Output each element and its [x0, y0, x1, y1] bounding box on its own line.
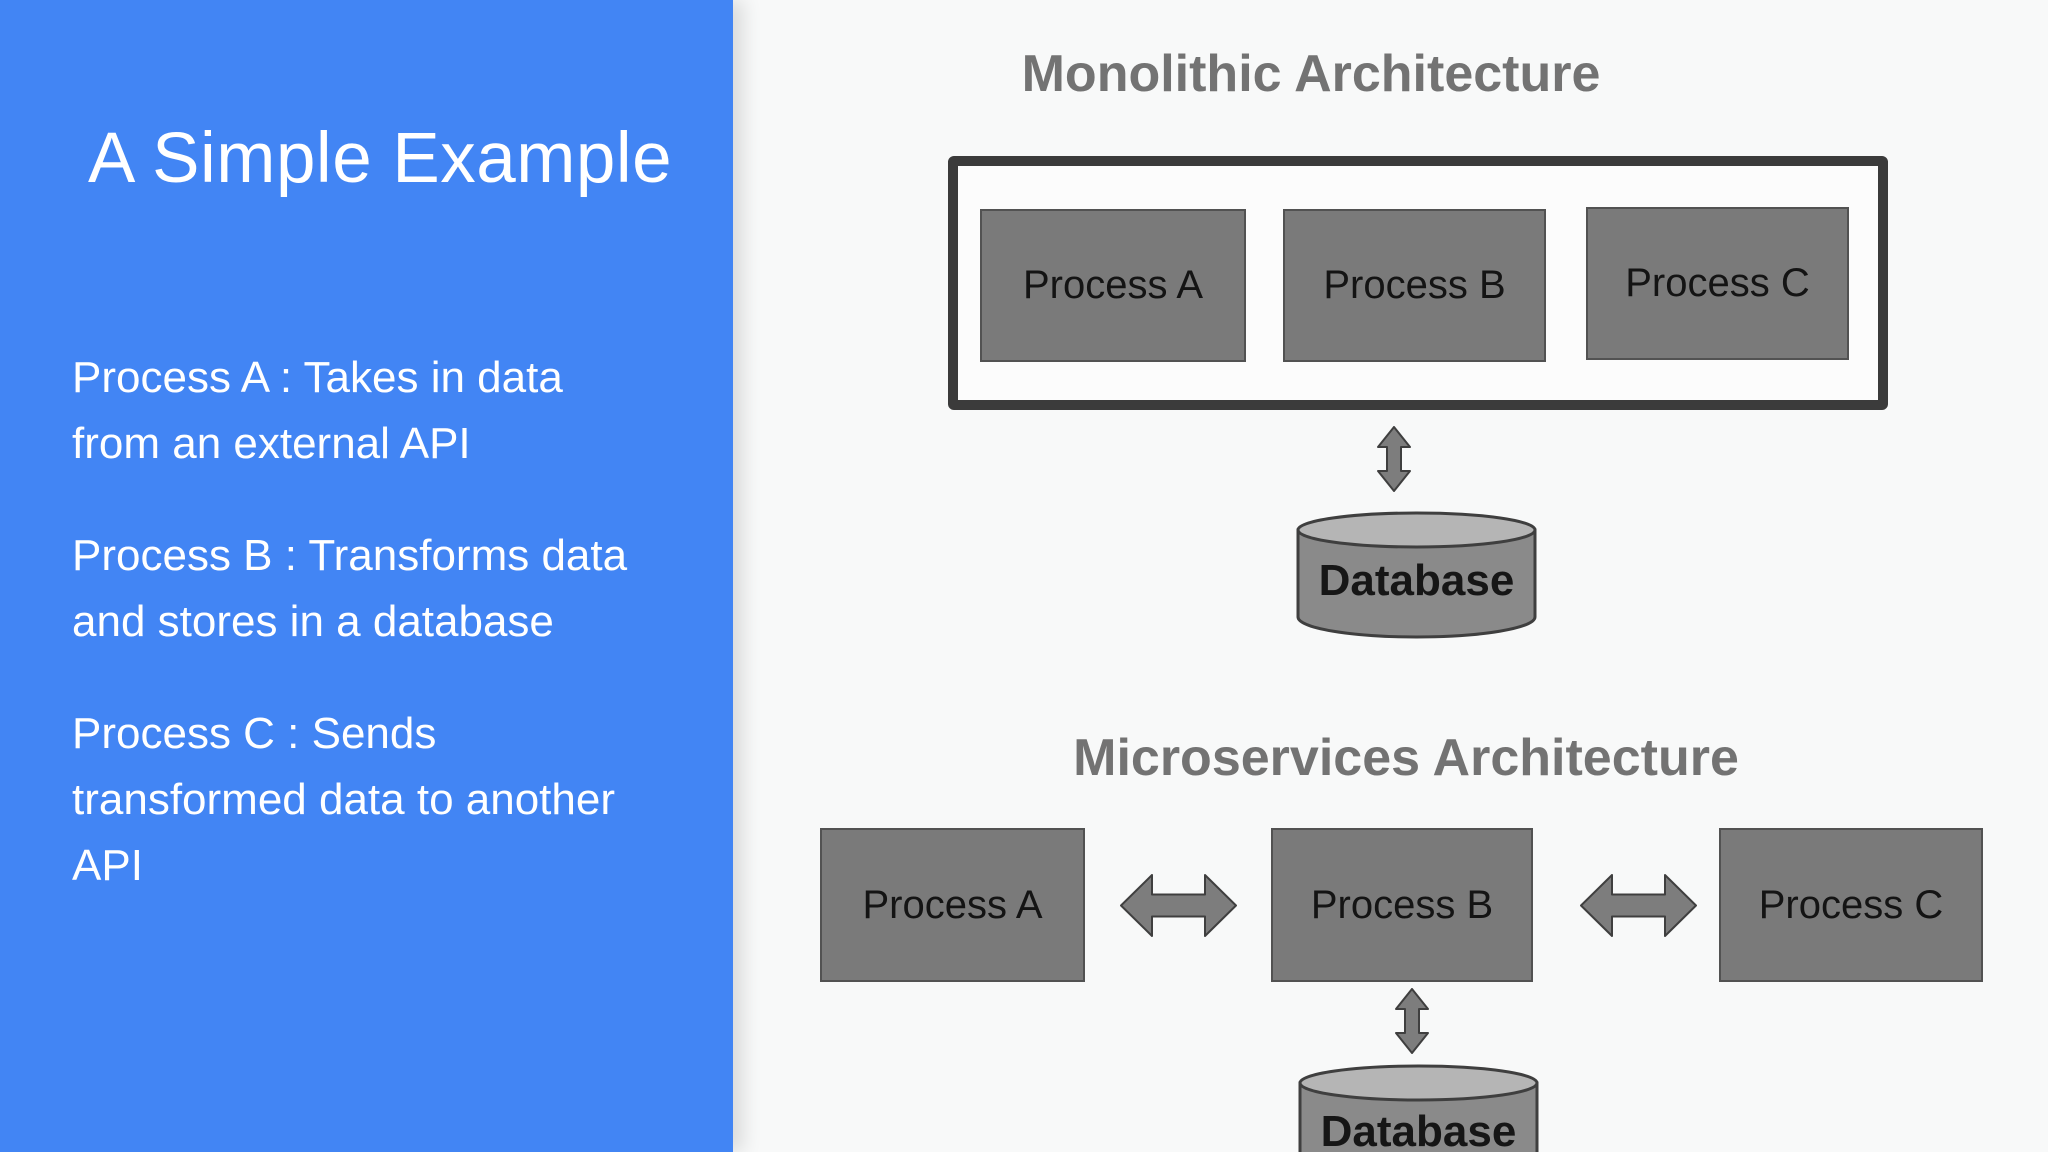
- monolithic-process-b-label: Process B: [1323, 263, 1506, 307]
- double-arrow-horizontal-icon: [1120, 874, 1237, 937]
- monolithic-process-b-box: Process B: [1283, 209, 1546, 362]
- process-b-description: Process B : Transforms data and stores i…: [72, 531, 628, 646]
- process-a-description: Process A : Takes in data from an extern…: [72, 353, 563, 468]
- double-arrow-vertical-icon: [1395, 988, 1429, 1054]
- slide-body-text: Process A : Takes in data from an extern…: [72, 345, 662, 945]
- sidebar-panel: A Simple Example Process A : Takes in da…: [0, 0, 733, 1152]
- monolithic-process-a-box: Process A: [980, 209, 1246, 362]
- microservices-process-a-label: Process A: [862, 882, 1043, 927]
- monolithic-process-a-label: Process A: [1022, 263, 1204, 307]
- microservices-architecture-title: Microservices Architecture: [1073, 729, 1739, 787]
- double-arrow-horizontal-icon: [1580, 874, 1697, 937]
- process-c-description: Process C : Sends transformed data to an…: [72, 709, 615, 890]
- microservices-process-a-box: Process A: [820, 828, 1085, 982]
- double-arrow-vertical-icon: [1377, 426, 1411, 492]
- monolithic-process-c-label: Process C: [1625, 261, 1810, 305]
- monolithic-process-c-box: Process C: [1586, 207, 1849, 360]
- monolithic-architecture-title: Monolithic Architecture: [1021, 45, 1601, 103]
- microservices-process-b-label: Process B: [1310, 882, 1494, 927]
- microservices-process-b-box: Process B: [1271, 828, 1533, 982]
- monolithic-database-label: Database: [1318, 556, 1515, 605]
- microservices-process-c-label: Process C: [1758, 882, 1944, 927]
- slide-title: A Simple Example: [88, 119, 673, 198]
- microservices-process-c-box: Process C: [1719, 828, 1983, 982]
- database-cylinder-icon: [1298, 1064, 1539, 1152]
- microservices-database-label: Database: [1320, 1107, 1517, 1152]
- database-cylinder-icon: [1296, 511, 1537, 639]
